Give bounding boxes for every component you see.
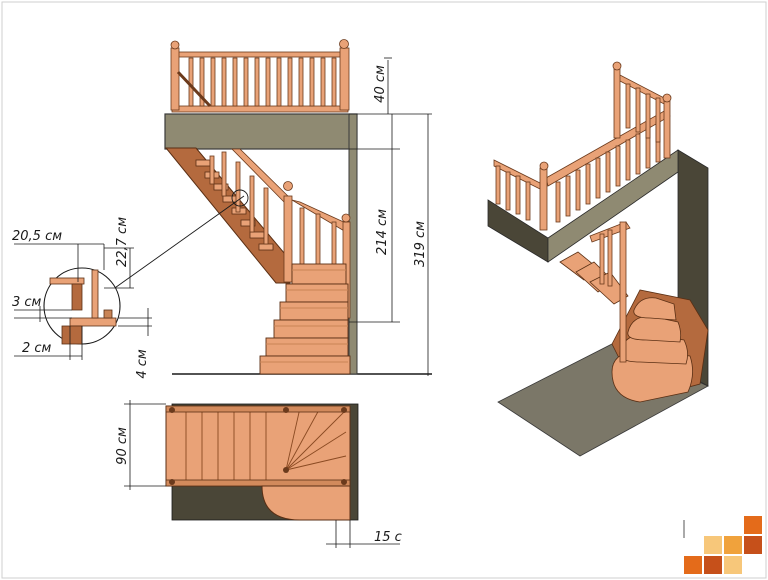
dim-15-label: 15 с bbox=[374, 530, 402, 545]
plan-dimensions bbox=[124, 400, 400, 548]
height-dimensions bbox=[349, 57, 432, 376]
upper-railing bbox=[170, 39, 350, 113]
logo-square-3 bbox=[744, 536, 762, 554]
iso-railings bbox=[493, 61, 672, 363]
dim-214-label: 214 см bbox=[375, 209, 390, 255]
diagonal-handrail bbox=[209, 148, 351, 319]
lower-steps bbox=[259, 263, 351, 375]
plan-treads bbox=[185, 407, 347, 484]
logo-square-6 bbox=[684, 556, 702, 574]
plan-view bbox=[124, 400, 400, 548]
iso-slab-side bbox=[547, 149, 679, 263]
upper-stringer bbox=[164, 147, 291, 284]
plan-posts bbox=[169, 407, 347, 485]
dim-3-label: 3 см bbox=[12, 295, 42, 310]
dim-20-5-label: 20,5 см bbox=[12, 229, 62, 244]
plan-bottom-step bbox=[261, 485, 351, 521]
dim-90-label: 90 см bbox=[115, 427, 130, 465]
logo-square-1 bbox=[744, 516, 762, 534]
plan-rail-top bbox=[165, 405, 351, 413]
side-elevation bbox=[14, 39, 432, 376]
logo-square-7 bbox=[704, 536, 722, 554]
detail-dimensions bbox=[14, 243, 152, 360]
dim-4-label: 4 см bbox=[135, 349, 150, 379]
step-detail bbox=[43, 267, 121, 345]
plan-rail-bottom bbox=[165, 479, 351, 487]
dim-22-7-label: 22,7 см bbox=[115, 217, 130, 267]
detail-leader bbox=[111, 195, 245, 291]
brand-logo-icon bbox=[683, 516, 762, 574]
landing-slab bbox=[164, 113, 358, 150]
iso-steps bbox=[559, 251, 693, 403]
logo-square-2 bbox=[724, 536, 742, 554]
logo-square-4 bbox=[704, 556, 722, 574]
detail-marker bbox=[231, 189, 249, 207]
plan-flight bbox=[165, 405, 351, 487]
logo-square-5 bbox=[724, 556, 742, 574]
dim-2-label: 2 см bbox=[22, 341, 52, 356]
isometric-view bbox=[487, 61, 709, 457]
dim-40-label: 40 см bbox=[373, 65, 388, 103]
dim-319-label: 319 см bbox=[413, 221, 428, 267]
